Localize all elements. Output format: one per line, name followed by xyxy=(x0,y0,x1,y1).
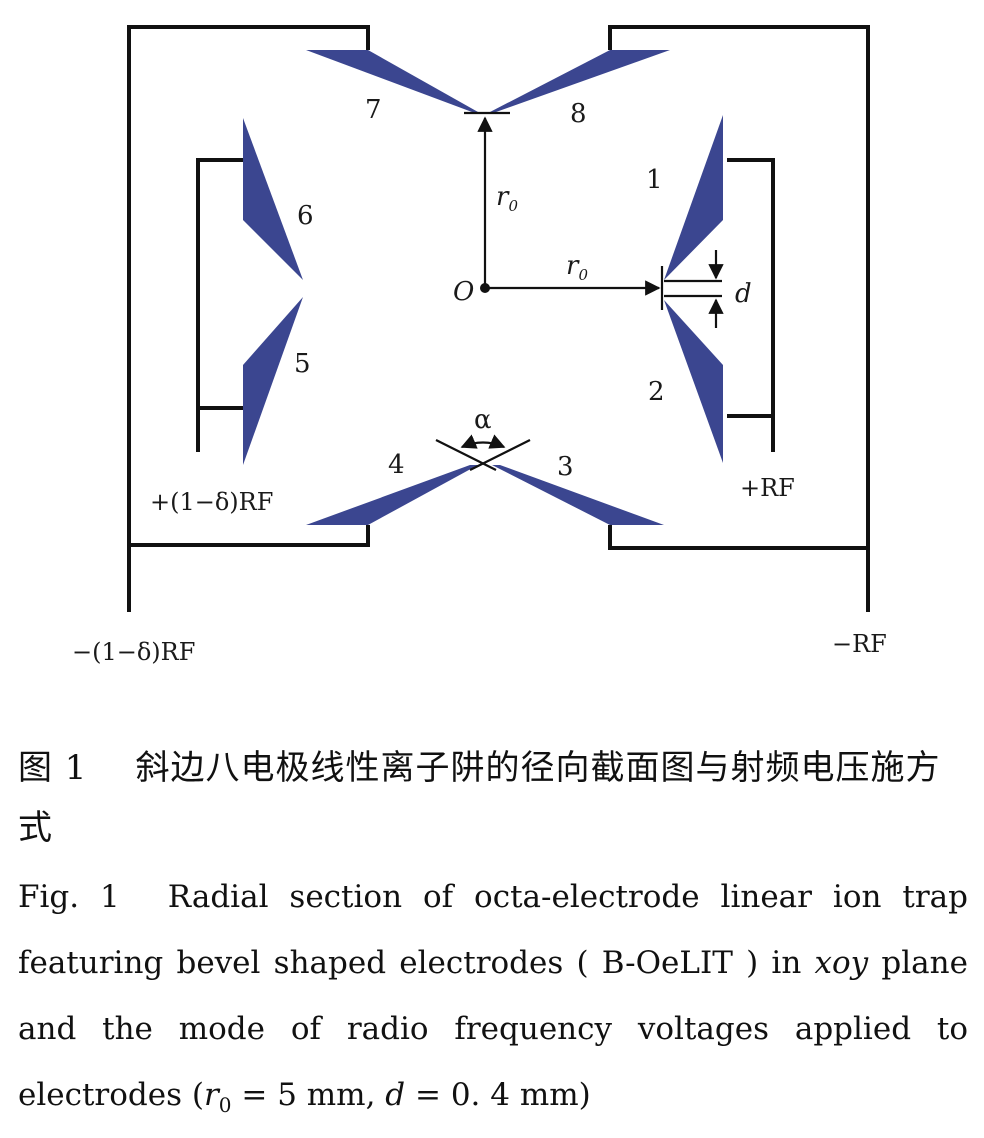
wire-minus-delta-rf xyxy=(127,25,370,547)
alpha-arc xyxy=(460,434,506,449)
label-electrode-2: 2 xyxy=(648,377,665,407)
electrode-1 xyxy=(664,115,723,280)
label-minus-delta-rf: −(1−δ)RF xyxy=(72,638,195,666)
label-minus-rf: −RF xyxy=(832,630,887,658)
caption-en-text: Radial section of octa-electrode linear … xyxy=(18,879,968,981)
origin-point xyxy=(480,283,490,293)
alpha-line-right xyxy=(469,439,531,471)
caption-en-text2: plane and the mode of radio frequency vo… xyxy=(18,945,968,1113)
label-plus-delta-rf: +(1−δ)RF xyxy=(150,488,273,516)
ion-trap-diagram: 7 8 6 5 1 2 4 3 O r0 r0 d α +RF +(1−δ)RF… xyxy=(72,25,887,666)
caption-cn-figure-number: 图 1 xyxy=(18,748,88,788)
electrode-2 xyxy=(664,300,723,463)
wire-plus-rf xyxy=(727,158,775,452)
electrode-7 xyxy=(306,50,478,112)
label-electrode-3: 3 xyxy=(557,452,574,482)
caption-en-d: d xyxy=(385,1077,406,1113)
electrode-8 xyxy=(490,50,670,112)
caption-en-xoy: xoy xyxy=(814,945,869,981)
electrode-3 xyxy=(492,465,664,525)
electrode-6 xyxy=(243,118,303,280)
label-alpha: α xyxy=(474,405,492,435)
caption-en-eq2: = 0. 4 mm) xyxy=(405,1077,591,1113)
wire-plus-delta-rf xyxy=(196,158,243,452)
label-electrode-8: 8 xyxy=(570,99,587,129)
label-d: d xyxy=(735,279,752,309)
label-electrode-4: 4 xyxy=(388,450,405,480)
label-r0-vertical: r0 xyxy=(496,182,518,215)
label-electrode-7: 7 xyxy=(365,95,382,125)
caption-en-figure-number: Fig. 1 xyxy=(18,879,120,915)
label-plus-rf: +RF xyxy=(740,474,795,502)
caption-en-eq1: = 5 mm, xyxy=(231,1077,386,1113)
label-electrode-5: 5 xyxy=(294,349,311,379)
alpha-line-left xyxy=(435,439,497,471)
caption-en-r-sub: 0 xyxy=(218,1093,232,1118)
label-electrode-1: 1 xyxy=(646,165,663,195)
caption-en-r: r xyxy=(203,1077,219,1113)
label-electrode-6: 6 xyxy=(297,201,314,231)
caption-cn-text: 斜边八电极线性离子阱的径向截面图与射频电压施方式 xyxy=(18,748,941,848)
electrode-5 xyxy=(243,297,303,465)
label-r0-horizontal: r0 xyxy=(566,251,588,284)
electrode-4 xyxy=(306,465,478,525)
label-origin: O xyxy=(453,277,474,307)
wire-minus-rf xyxy=(608,25,870,550)
